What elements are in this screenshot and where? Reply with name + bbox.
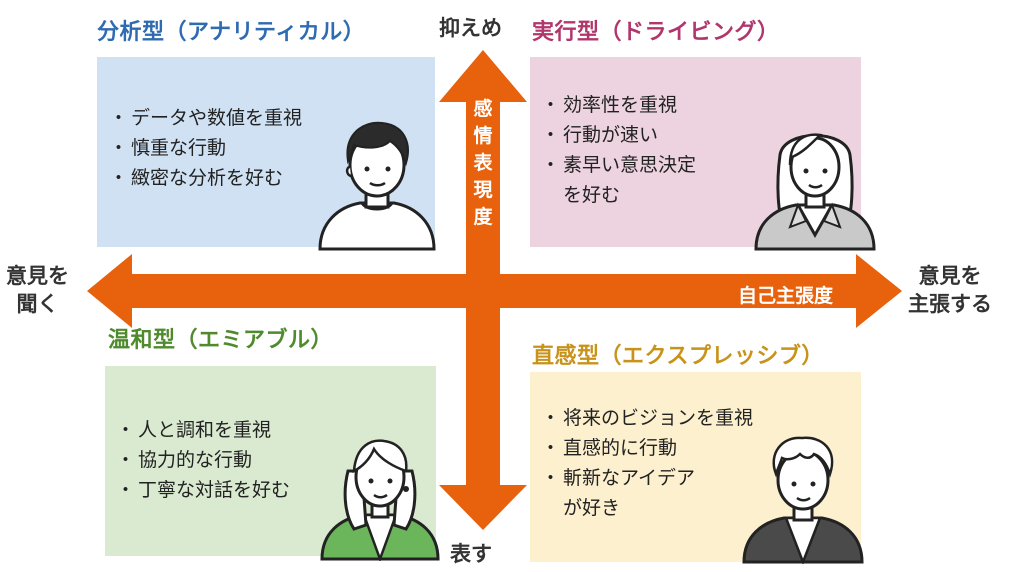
analytic-title: 分析型（アナリティカル） <box>97 20 366 45</box>
vertical-axis-label: 感情表現度 <box>473 98 493 228</box>
axis-right-label: 意見を 主張する <box>908 264 992 316</box>
driving-title: 実行型（ドライビング） <box>532 20 780 45</box>
amiable-traits: 人と調和を重視 協力的な行動 丁寧な対話を好む <box>116 415 290 505</box>
amiable-title: 温和型（エミアブル） <box>108 328 334 353</box>
expressive-title: 直感型（エクスプレッシブ） <box>532 344 824 369</box>
horizontal-axis-arrow <box>87 254 902 328</box>
trait-item: データや数値を重視 <box>109 103 302 133</box>
woman-bob-hair-icon <box>320 439 440 561</box>
trait-item: 素早い意思決定 <box>541 150 696 180</box>
trait-item: 行動が速い <box>541 120 696 150</box>
trait-item: 緻密な分析を好む <box>109 163 302 193</box>
trait-item-continued: が好き <box>563 497 621 519</box>
expressive-traits: 将来のビジョンを重視 直感的に行動 斬新なアイデア が好き <box>541 403 753 523</box>
trait-item: 斬新なアイデア <box>541 463 753 493</box>
analytic-traits: データや数値を重視 慎重な行動 緻密な分析を好む <box>109 103 302 193</box>
trait-item: 効率性を重視 <box>541 90 696 120</box>
man-wavy-hair-icon <box>742 436 864 564</box>
trait-item: 慎重な行動 <box>109 133 302 163</box>
trait-item: 協力的な行動 <box>116 445 290 475</box>
trait-item: 直感的に行動 <box>541 433 753 463</box>
trait-item: 丁寧な対話を好む <box>116 475 290 505</box>
trait-item-continued: を好む <box>563 184 621 206</box>
axis-top-label: 抑えめ <box>439 16 502 40</box>
trait-item: 人と調和を重視 <box>116 415 290 445</box>
man-short-hair-icon <box>318 121 436 251</box>
trait-item: 将来のビジョンを重視 <box>541 403 753 433</box>
woman-long-hair-icon <box>754 133 876 251</box>
axis-bottom-label: 表す <box>450 542 492 566</box>
axis-left-label: 意見を 聞く <box>6 264 69 316</box>
driving-traits: 効率性を重視 行動が速い 素早い意思決定 を好む <box>541 90 696 210</box>
horizontal-axis-label: 自己主張度 <box>738 285 834 307</box>
